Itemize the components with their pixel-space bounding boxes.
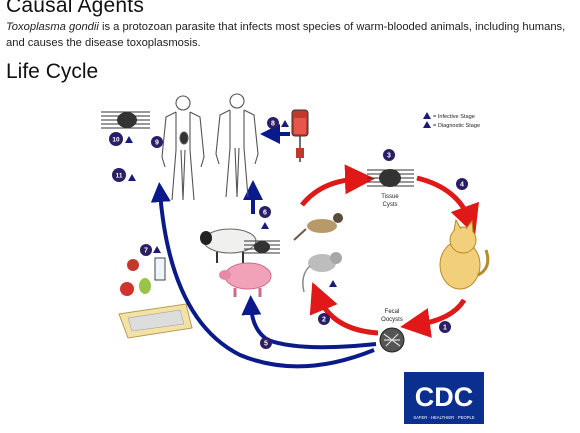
svg-text:6: 6 bbox=[263, 210, 267, 217]
livestock-cyst-icon bbox=[244, 240, 280, 254]
legend-infective-label: = Infective Stage bbox=[433, 114, 475, 120]
svg-text:5: 5 bbox=[264, 341, 268, 348]
stage-4: 4 bbox=[456, 178, 468, 190]
fecal-oocysts-label-line1: Fecal bbox=[385, 309, 400, 315]
cdc-logo-tagline: SAFER · HEALTHIER · PEOPLE bbox=[413, 415, 475, 420]
red-arrow-cat-to-oocysts bbox=[400, 298, 467, 338]
stage-3: 3 bbox=[383, 149, 395, 161]
species-name: Toxoplasma gondii bbox=[6, 21, 99, 33]
tissue-cysts-label-line1: Tissue bbox=[381, 194, 399, 200]
tissue-cysts-label-line2: Cysts bbox=[383, 202, 398, 208]
red-arrow-oocysts-to-mouse bbox=[309, 282, 379, 336]
legend-diagnostic-label: = Diagnostic Stage bbox=[433, 123, 480, 129]
stage-7: 7 bbox=[140, 244, 152, 256]
life-cycle-heading: Life Cycle bbox=[6, 60, 99, 83]
stage-11: 11 bbox=[112, 168, 126, 182]
cat-icon bbox=[439, 218, 490, 290]
causal-agents-description: is a protozoan parasite that infects mos… bbox=[6, 21, 566, 49]
cdc-logo-text: CDC bbox=[415, 382, 474, 412]
sheep-icon bbox=[200, 228, 257, 263]
svg-text:9: 9 bbox=[155, 140, 159, 147]
cdc-logo: CDC SAFER · HEALTHIER · PEOPLE bbox=[404, 372, 484, 424]
causal-agents-heading: Causal Agents bbox=[6, 0, 145, 17]
fecal-oocysts-label-line2: Oocysts bbox=[381, 317, 403, 323]
fecal-oocyst-icon bbox=[379, 327, 405, 353]
red-arrow-cysts-to-cat bbox=[416, 175, 479, 236]
stage-6: 6 bbox=[259, 206, 271, 218]
svg-text:3: 3 bbox=[387, 153, 391, 160]
svg-text:2: 2 bbox=[322, 317, 326, 324]
legend: = Infective Stage = Diagnostic Stage bbox=[423, 112, 480, 129]
svg-text:8: 8 bbox=[271, 121, 275, 128]
svg-text:11: 11 bbox=[116, 173, 123, 180]
human-tissue-cyst-icon bbox=[101, 111, 150, 129]
water-glass-icon bbox=[154, 257, 166, 281]
bird-icon bbox=[293, 213, 343, 241]
stage-5: 5 bbox=[260, 337, 272, 349]
mouse-icon bbox=[302, 252, 342, 293]
stage-triangles bbox=[125, 120, 337, 287]
human-figure-right bbox=[215, 93, 259, 198]
stage-2: 2 bbox=[318, 313, 330, 325]
legend-infective-triangle-icon bbox=[423, 112, 431, 119]
stage-10: 10 bbox=[109, 132, 123, 146]
red-arrow-mouse-to-cysts bbox=[300, 164, 375, 207]
svg-text:4: 4 bbox=[460, 182, 464, 189]
pig-icon bbox=[219, 262, 272, 297]
blue-arrow-oocysts-to-human bbox=[150, 182, 375, 369]
causal-agents-paragraph: Toxoplasma gondii is a protozoan parasit… bbox=[6, 19, 576, 51]
fruits-vegetables-icon bbox=[120, 259, 151, 296]
stage-1: 1 bbox=[439, 321, 451, 333]
blood-transfusion-icon bbox=[291, 109, 309, 162]
svg-text:1: 1 bbox=[443, 325, 447, 332]
legend-diagnostic-triangle-icon bbox=[423, 121, 431, 128]
svg-text:7: 7 bbox=[144, 248, 148, 255]
litter-box-icon bbox=[118, 303, 193, 339]
stage-9: 9 bbox=[151, 136, 163, 148]
human-figure-left bbox=[161, 95, 205, 201]
svg-text:10: 10 bbox=[112, 137, 120, 144]
stage-8: 8 bbox=[267, 117, 279, 129]
tissue-cyst-icon bbox=[367, 169, 414, 187]
